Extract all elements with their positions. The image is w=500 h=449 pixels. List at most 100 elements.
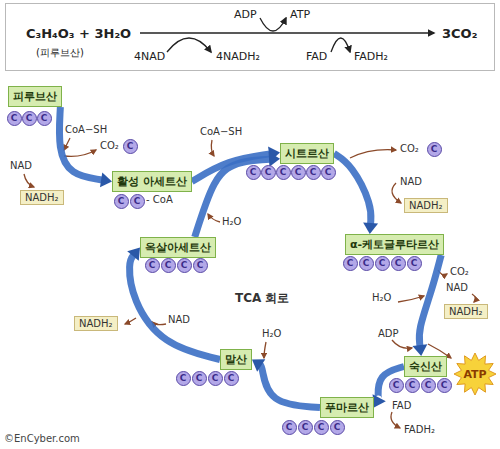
node-text: NADH₂ — [25, 192, 59, 203]
carbon-circle: C — [391, 256, 406, 271]
node-text: C — [441, 381, 448, 390]
molecule-label: NAD — [10, 160, 32, 171]
node-text: C — [347, 259, 354, 268]
equation-term: FADH₂ — [354, 50, 388, 63]
carbon-circle: C — [291, 165, 306, 180]
molecule-label: CO₂ — [400, 143, 419, 154]
node-text: ATP — [463, 368, 486, 381]
carbon-circle: C — [314, 420, 329, 435]
co2-arrow — [64, 150, 96, 156]
node-text: C — [212, 374, 219, 383]
carbon-circle: C — [145, 258, 160, 273]
adp-arrow — [392, 340, 412, 348]
fad-curve — [331, 38, 350, 52]
compound-label: 옥살아세트산 — [140, 237, 216, 258]
arrow-body — [195, 159, 270, 237]
node-text: C — [180, 374, 187, 383]
arrow-body — [378, 367, 404, 400]
compound-label: 시트르산 — [280, 143, 334, 164]
carbon-circle: C — [208, 371, 223, 386]
copyright-note: ©EnCyber.com — [4, 433, 80, 444]
carbon-circle: C — [177, 258, 192, 273]
nadh-box: NADH₂ — [404, 198, 448, 213]
node-text: C — [280, 168, 287, 177]
molecule-label: H₂O — [372, 292, 391, 303]
carbon-circle: C — [161, 258, 176, 273]
carbon-circle: C — [193, 258, 208, 273]
equation-term: ADP — [234, 8, 257, 21]
nad-arrow — [392, 183, 401, 203]
node-text: C — [196, 374, 203, 383]
node-text: C — [395, 259, 402, 268]
molecule-label: NAD — [168, 314, 190, 325]
cycle-title: TCA 회로 — [235, 290, 289, 307]
node-text: C — [425, 381, 432, 390]
carbon-circle: C — [7, 111, 22, 126]
node-text: 말산 — [225, 352, 247, 367]
node-text: 옥살아세트산 — [145, 240, 211, 255]
node-text: C — [134, 197, 141, 206]
molecule-label: CO₂ — [100, 140, 119, 151]
carbon-circle: C — [389, 378, 404, 393]
equation-term: 4NAD — [134, 50, 165, 63]
arrow-body — [334, 154, 371, 225]
arrow-head — [127, 248, 140, 261]
nad-arrow — [24, 174, 34, 187]
molecule-label: H₂O — [222, 216, 241, 227]
co2-arrow — [350, 150, 396, 158]
equation-box: C₃H₄O₃ + 3H₂O(피루브산)ADPATP4NAD4NADH₂FADFA… — [5, 3, 495, 71]
carbon-circle: C — [261, 165, 276, 180]
nadh-arrow — [125, 318, 136, 324]
carbon-circle: C — [123, 139, 138, 154]
node-text: C — [250, 168, 257, 177]
arrow-body — [130, 255, 220, 359]
carbon-circle: C — [114, 194, 129, 209]
compound-label: 피루브산 — [8, 86, 62, 107]
arrow-head — [373, 394, 386, 407]
equation-term: FAD — [306, 50, 327, 63]
arrow-head — [252, 359, 265, 372]
node-text: 숙신산 — [409, 359, 442, 374]
carbon-circle: C — [37, 111, 52, 126]
node-text: C — [265, 168, 272, 177]
molecule-label: - CoA — [146, 194, 173, 205]
node-text: C — [379, 259, 386, 268]
node-text: α-케토글루타르산 — [350, 237, 439, 252]
carbon-circle: C — [330, 420, 345, 435]
equation-term: C₃H₄O₃ + 3H₂O — [26, 26, 131, 41]
compound-label: 숙신산 — [404, 356, 447, 377]
reaction-arrow — [140, 32, 434, 33]
node-text: C — [165, 261, 172, 270]
pathway-arrow — [252, 359, 320, 407]
carbon-circle: C — [224, 371, 239, 386]
arrow-body — [260, 365, 320, 408]
node-text: C — [310, 168, 317, 177]
carbon-circle: C — [176, 371, 191, 386]
molecule-label: ADP — [378, 328, 399, 339]
node-text: 시트르산 — [285, 146, 329, 161]
equation-term: 3CO₂ — [442, 26, 477, 41]
node-text: C — [334, 423, 341, 432]
nad-curve — [167, 38, 211, 52]
node-text: C — [127, 142, 134, 151]
molecule-label: FAD — [392, 400, 411, 411]
node-text: C — [26, 114, 33, 123]
node-text: C — [181, 261, 188, 270]
carbon-circle: C — [130, 194, 145, 209]
nadh-box: NADH₂ — [444, 304, 488, 319]
pathway-arrow — [334, 154, 378, 235]
nadh-box: NADH₂ — [20, 190, 64, 205]
carbon-circle: C — [407, 256, 422, 271]
carbon-circle: C — [427, 142, 442, 157]
node-text: 활성 아세트산 — [117, 174, 187, 189]
carbon-circle: C — [192, 371, 207, 386]
carbon-circle: C — [298, 420, 313, 435]
node-text: C — [325, 168, 332, 177]
carbon-circle: C — [276, 165, 291, 180]
coa-arrow — [64, 138, 70, 150]
arrow-head — [100, 172, 112, 187]
compound-label: 푸마르산 — [320, 397, 374, 418]
node-text: 피루브산 — [13, 89, 57, 104]
carbon-circle: C — [437, 378, 452, 393]
carbon-circle: C — [421, 378, 436, 393]
